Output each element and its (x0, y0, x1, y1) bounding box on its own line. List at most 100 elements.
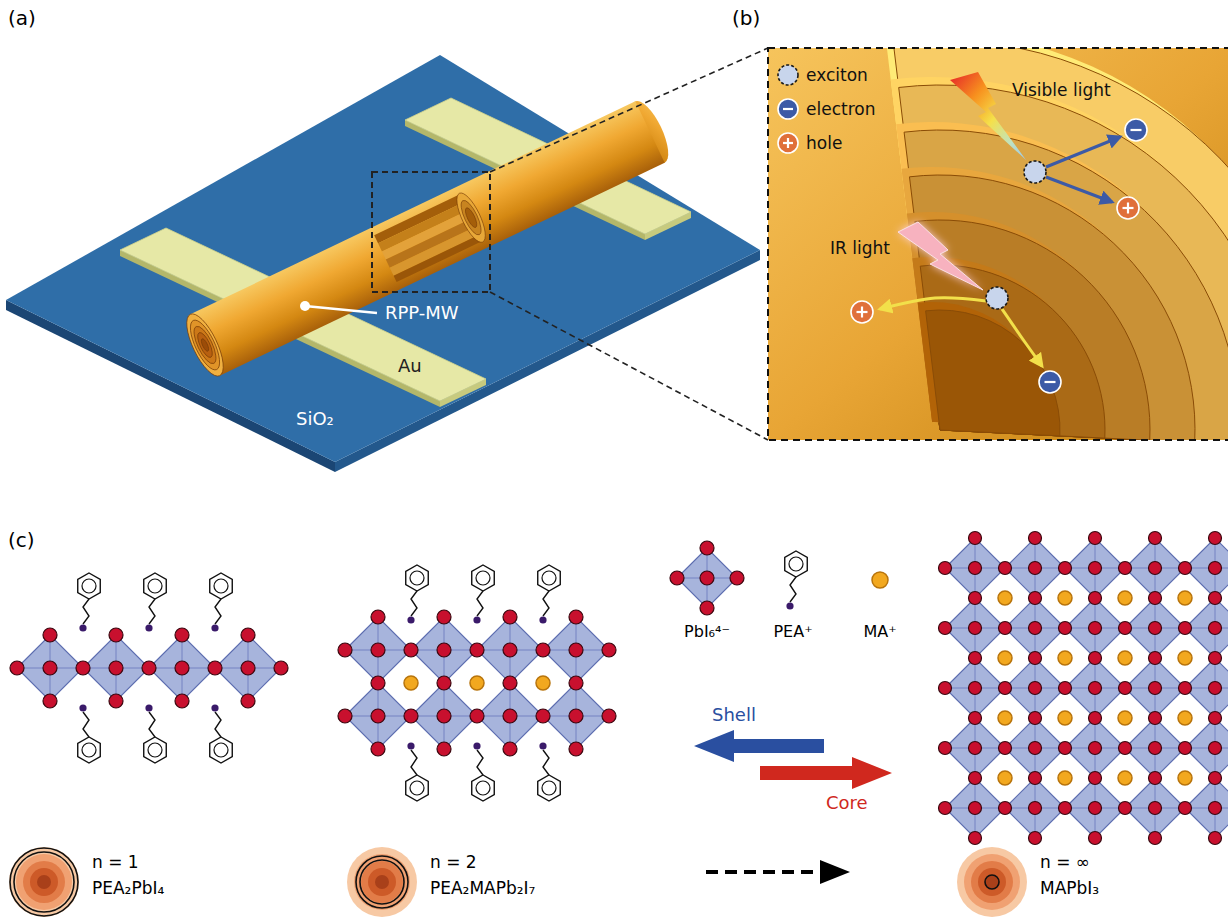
octahedron (1125, 718, 1185, 778)
ma-cation (1058, 591, 1072, 605)
iodide-atom (1209, 562, 1222, 575)
electron (778, 99, 798, 119)
ma-cation (470, 676, 484, 690)
octahedron-bond (1125, 778, 1185, 838)
octahedron (215, 635, 281, 701)
carrier-arrow (1046, 137, 1120, 167)
iodide-atom (241, 694, 255, 708)
iodide-atom (1149, 772, 1162, 785)
octahedron-bond (1065, 718, 1125, 778)
ammonium-dot (79, 624, 86, 631)
pea-molecule (406, 565, 429, 624)
octahedron (149, 635, 215, 701)
octahedron (1125, 658, 1185, 718)
iodide-atom (999, 562, 1012, 575)
octahedron-bond (1005, 538, 1065, 598)
iodide-atom (76, 661, 90, 675)
alkyl-chain (543, 750, 549, 775)
iodide-atom (1149, 562, 1162, 575)
legend-text: exciton (806, 65, 868, 85)
arrow-label: Core (826, 792, 868, 814)
octahedron (945, 778, 1005, 838)
structures (9, 532, 1228, 917)
inset-view (768, 48, 1228, 440)
iodide-atom (969, 682, 982, 695)
benzene-ring (78, 573, 101, 599)
formula-label: PEA₂MAPb₂I₇ (430, 878, 535, 898)
light-label: IR light (830, 238, 890, 258)
iodide-atom (1149, 832, 1162, 845)
iodide-atom (1089, 622, 1102, 635)
octahedron (543, 617, 609, 683)
octahedron-bond (345, 617, 411, 683)
iodide-atom (371, 742, 385, 756)
octahedron (345, 683, 411, 749)
octahedron-bond (1065, 538, 1125, 598)
octahedron-bond (1005, 778, 1065, 838)
ma-cation (404, 676, 418, 690)
alkyl-chain (411, 591, 417, 616)
octahedron (1125, 598, 1185, 658)
iodide-atom (969, 742, 982, 755)
iodide-atom (437, 676, 451, 690)
iodide-atom (503, 742, 517, 756)
iodide-atom (1029, 562, 1042, 575)
iodide-atom (404, 709, 418, 723)
iodide-atom (1089, 652, 1102, 665)
octahedron-bond (477, 683, 543, 749)
iodide-atom (1029, 682, 1042, 695)
iodide-atom (1029, 652, 1042, 665)
iodide-atom (175, 628, 189, 642)
octahedron (1125, 778, 1185, 838)
nanowire-end (190, 323, 221, 366)
pea-molecule (538, 742, 561, 801)
iodide-atom (371, 643, 385, 657)
ma-cation (998, 711, 1012, 725)
pea-molecule (210, 573, 233, 632)
perovskite-layer (915, 220, 1150, 440)
iodide-atom (700, 571, 714, 585)
iodide-atom (470, 709, 484, 723)
ma-cation (1118, 651, 1132, 665)
iodide-atom (1029, 592, 1042, 605)
benzene-ring (406, 565, 429, 591)
octahedron (1125, 538, 1185, 598)
cross-section-ring (23, 861, 65, 903)
iodide-atom (208, 661, 222, 675)
octahedron (1005, 538, 1065, 598)
alkyl-chain (149, 599, 155, 624)
iodide-atom (1179, 622, 1192, 635)
iodide-atom (1209, 712, 1222, 725)
ammonium-dot (539, 742, 546, 749)
octahedron (477, 683, 543, 749)
sign-bar (1131, 129, 1142, 131)
benzene-inner (148, 579, 162, 593)
octahedron-bond (477, 617, 543, 683)
benzene-ring (472, 775, 495, 801)
zoom-leader (490, 292, 768, 440)
iodide-atom (1059, 622, 1072, 635)
ma-cation (536, 676, 550, 690)
ma-cation (1178, 711, 1192, 725)
phase-ring (10, 848, 78, 916)
pea-molecule (210, 704, 233, 763)
benzene-inner (148, 743, 162, 757)
cutaway-layer (394, 235, 483, 282)
iodide-atom (969, 712, 982, 725)
iodide-atom (241, 661, 255, 675)
iodide-atom (43, 694, 57, 708)
octahedron-bond (149, 635, 215, 701)
octahedron-bond (1005, 598, 1065, 658)
ammonium-dot (539, 616, 546, 623)
phase-ring (14, 852, 74, 912)
benzene-inner (410, 571, 424, 585)
octahedron-bond (945, 598, 1005, 658)
benzene-inner (542, 571, 556, 585)
iodide-atom (969, 832, 982, 845)
iodide-atom (569, 676, 583, 690)
octahedron (17, 635, 83, 701)
ammonium-dot (211, 624, 218, 631)
pea-molecule (406, 742, 429, 801)
iodide-atom (1209, 742, 1222, 755)
